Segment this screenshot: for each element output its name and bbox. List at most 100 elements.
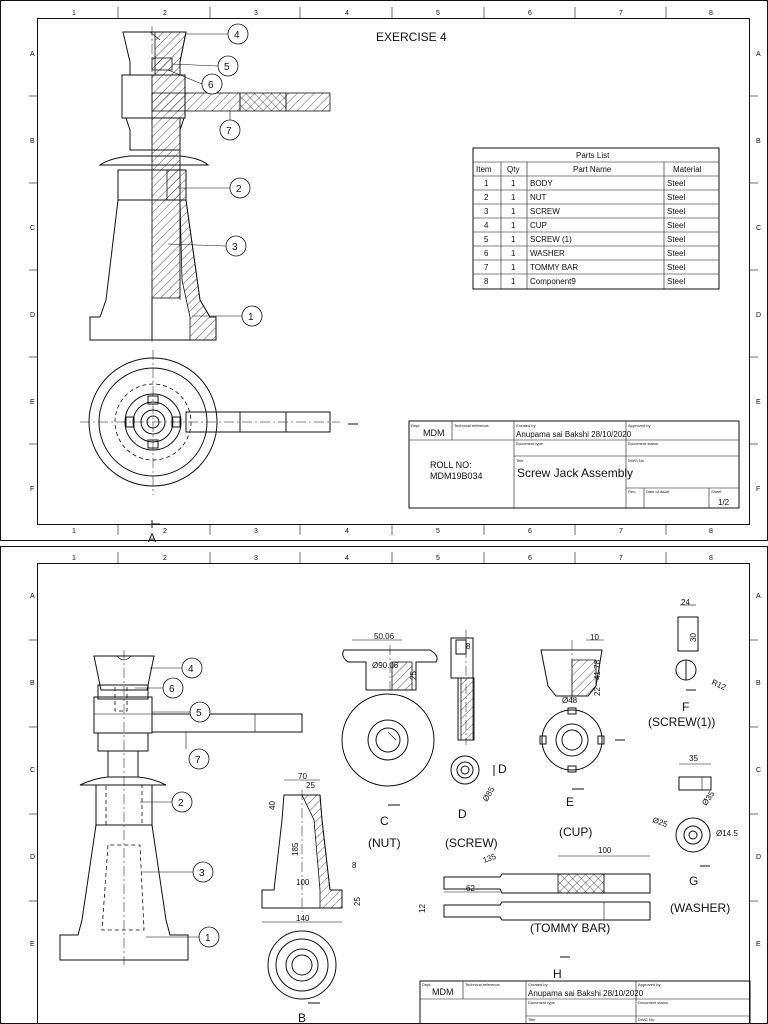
row-label: D [756, 854, 761, 861]
parts-cell: 1 [511, 263, 516, 272]
col-label: 8 [709, 555, 713, 562]
balloon [229, 177, 251, 199]
dim-s1-w: 24 [681, 598, 690, 607]
body-detail-view: 70 25 40 185 100 140 8 25 B [261, 772, 362, 1024]
tb2-dept-value: MDM [432, 987, 454, 997]
nut-view-label: C [380, 814, 389, 828]
col-label: 4 [345, 555, 349, 562]
balloon-label: 7 [226, 126, 232, 137]
balloon-label: 5 [224, 62, 230, 73]
tb-title-label: Title [516, 458, 524, 463]
dim-body-w: 100 [296, 878, 310, 887]
row-label: E [756, 941, 761, 948]
tb2-doc-type-label: Document type [528, 1000, 556, 1005]
parts-cell: Steel [667, 249, 685, 258]
tb-created-by-label: Created by [516, 423, 536, 428]
tb-tech-ref-label: Technical reference [454, 423, 489, 428]
row-label: D [30, 312, 35, 319]
dim-cup-h1: 41.78 [593, 659, 602, 680]
tb2-tech-ref-label: Technical reference [465, 982, 500, 987]
row-label: C [756, 767, 761, 774]
balloon-label: 3 [199, 868, 205, 879]
balloon-label: 5 [196, 708, 202, 719]
parts-list-heading: Parts List [576, 151, 610, 160]
tommy-bar-detail-view: 100 135 62 12 (TOMMY BAR) H [418, 846, 651, 981]
parts-cell: 6 [484, 249, 489, 258]
parts-cell: 5 [484, 235, 489, 244]
dim-body-inner: 25 [306, 781, 315, 790]
tb2-dwg-no-label: DWG No. [638, 1017, 655, 1022]
col-label: 3 [254, 555, 258, 562]
row-label: E [756, 399, 761, 406]
row-label: B [756, 138, 761, 145]
col-label: 7 [619, 10, 623, 17]
col-label: 1 [72, 10, 76, 17]
col-label: 4 [345, 10, 349, 17]
col-label: 4 [345, 528, 349, 535]
balloon-label: 1 [205, 933, 211, 944]
screw1-name-label: (SCREW(1)) [648, 715, 715, 729]
balloon-label: 3 [232, 242, 238, 253]
parts-cell: 3 [484, 207, 489, 216]
row-label: B [756, 680, 761, 687]
parts-cell: 1 [511, 221, 516, 230]
sheet2-row-labels: A B C D E A B C D E [30, 593, 761, 948]
dim-tb-angle: 135 [482, 852, 498, 865]
col-label: 7 [619, 528, 623, 535]
dim-screw-dia: Ø85 [481, 785, 497, 803]
tb2-doc-status-label: Document status [638, 1000, 668, 1005]
parts-col-material: Material [673, 165, 702, 174]
row-label: C [30, 225, 35, 232]
assembly-elevation-view [59, 650, 303, 965]
balloon [171, 791, 193, 813]
sheet-1: 1 2 3 4 5 6 7 8 1 2 3 4 5 6 7 8 A B C D … [0, 0, 768, 545]
col-label: 2 [163, 528, 167, 535]
cup-name-label: (CUP) [559, 825, 592, 839]
balloon [192, 861, 214, 883]
tb2-approved-label: Approved by [638, 982, 660, 987]
tb2-created-by-value: Anupama sai Bakshi 28/10/2020 [528, 989, 644, 998]
screw1-detail-view: 24 30 R12 F (SCREW(1)) [648, 598, 728, 729]
tb-doc-status-label: Document status [628, 441, 658, 446]
tb-approved-label: Approved by [628, 423, 650, 428]
sheet2-col-labels: 1 2 3 4 5 6 7 8 [72, 555, 713, 562]
balloon [162, 677, 184, 699]
assembly-top-view [80, 350, 358, 495]
balloon [227, 23, 249, 45]
parts-cell: 7 [484, 263, 489, 272]
tb-created-by-value: Anupama sai Bakshi 28/10/2020 [516, 430, 632, 439]
parts-cell: Steel [667, 193, 685, 202]
balloon [181, 657, 203, 679]
dim-body-step: 8 [352, 861, 357, 870]
col-label: 5 [436, 555, 440, 562]
nut-detail-view: 50.06 Ø90.06 25 C (NUT) [341, 632, 438, 850]
tb-dwg-no-label: DWG No. [628, 458, 645, 463]
assembly-section-view [89, 26, 331, 345]
parts-cell: 1 [484, 179, 489, 188]
parts-cell: BODY [530, 179, 553, 188]
balloon-label: 2 [236, 184, 242, 195]
parts-cell: 1 [511, 179, 516, 188]
parts-cell: Steel [667, 263, 685, 272]
tb-roll-no-label: ROLL NO: [430, 460, 472, 470]
row-label: D [30, 854, 35, 861]
dim-body-h2: 185 [291, 842, 300, 856]
balloon [241, 305, 263, 327]
tb-doc-type-label: Document type [516, 441, 544, 446]
washer-detail-view: 35 Ø25 Ø35 Ø14.5 G (WASHER) [651, 754, 738, 915]
dim-cup-top: 10 [590, 633, 599, 642]
section-mark-label: A [148, 531, 156, 545]
screw1-view-label: F [682, 700, 689, 714]
balloon-label: 4 [188, 664, 194, 675]
dim-cup-h2: 22 [593, 687, 602, 696]
body-view-label: B [298, 1011, 306, 1024]
parts-cell: TOMMY BAR [530, 263, 578, 272]
balloon [188, 748, 210, 770]
parts-cell: 1 [511, 249, 516, 258]
dim-body-h1: 40 [268, 801, 277, 810]
parts-cell: SCREW [530, 207, 560, 216]
parts-cell: 8 [484, 277, 489, 286]
sheet2-title-block: Dept. MDM Technical reference Created by… [419, 980, 751, 1024]
parts-cell: CUP [530, 221, 547, 230]
parts-cell: 1 [511, 277, 516, 286]
